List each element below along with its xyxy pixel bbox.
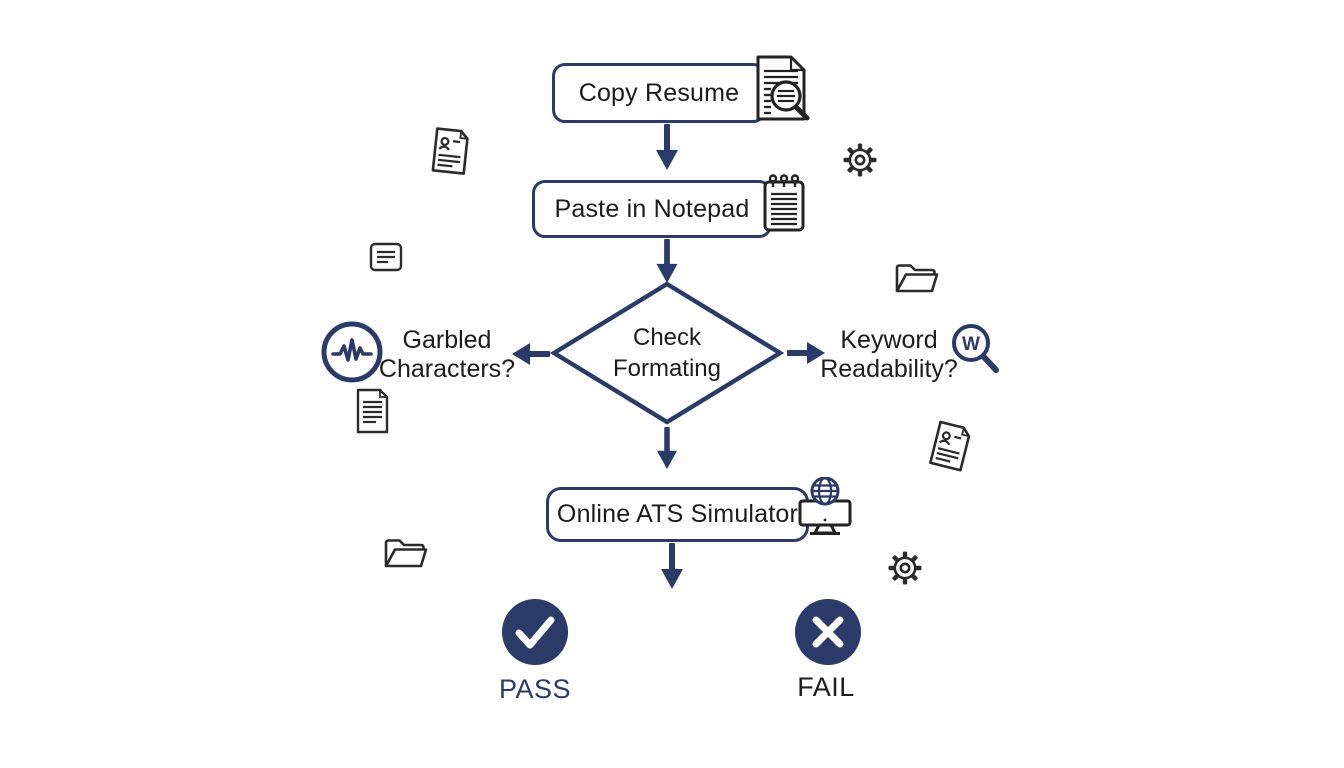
magnifier-w-icon: W: [952, 324, 999, 373]
keyword-line2: Readability?: [820, 354, 958, 383]
arrow-down-icon: [656, 239, 678, 283]
gear-icon: [843, 143, 877, 177]
document-magnifier-icon: [756, 55, 810, 121]
node-check-formatting: Check Formating: [550, 281, 784, 425]
arrow-down-icon: [661, 543, 683, 589]
label-fail: FAIL: [797, 672, 855, 702]
w-glyph: W: [962, 334, 980, 355]
document-icon: [354, 388, 390, 434]
folder-icon: [893, 260, 941, 296]
arrow-left-icon: [512, 343, 550, 365]
node-copy-resume-label: Copy Resume: [578, 78, 740, 107]
node-copy-resume: Copy Resume: [552, 63, 766, 123]
diamond-shape: [550, 281, 784, 425]
node-check-formatting-label: Check Formating: [550, 281, 784, 425]
globe-monitor-icon: [798, 477, 852, 535]
node-paste-notepad: Paste in Notepad: [532, 180, 772, 238]
label-keyword-readability: Keyword Readability?: [816, 326, 962, 383]
garbled-line2: Characters?: [378, 354, 516, 383]
arrow-down-icon: [656, 427, 678, 469]
waveform-circle-icon: [321, 321, 383, 383]
label-garbled-characters: Garbled Characters?: [374, 326, 520, 383]
check-line1: Check: [632, 323, 702, 351]
node-ats-simulator: Online ATS Simulator: [546, 487, 809, 542]
x-circle-icon: [795, 599, 861, 665]
resume-icon: [925, 418, 975, 474]
gear-icon: [888, 551, 922, 585]
arrow-down-icon: [656, 124, 678, 170]
node-paste-notepad-label: Paste in Notepad: [554, 194, 750, 223]
keyword-line1: Keyword: [840, 326, 938, 354]
check-circle-icon: [502, 599, 568, 665]
notepad-icon: [763, 174, 805, 232]
node-ats-simulator-label: Online ATS Simulator: [556, 500, 799, 528]
label-pass: PASS: [498, 674, 572, 704]
check-line2: Formating: [612, 355, 722, 382]
note-icon: [369, 242, 403, 272]
resume-icon: [428, 125, 473, 177]
garbled-line1: Garbled: [402, 326, 492, 354]
folder-icon: [382, 535, 430, 571]
arrow-right-icon: [787, 342, 825, 364]
